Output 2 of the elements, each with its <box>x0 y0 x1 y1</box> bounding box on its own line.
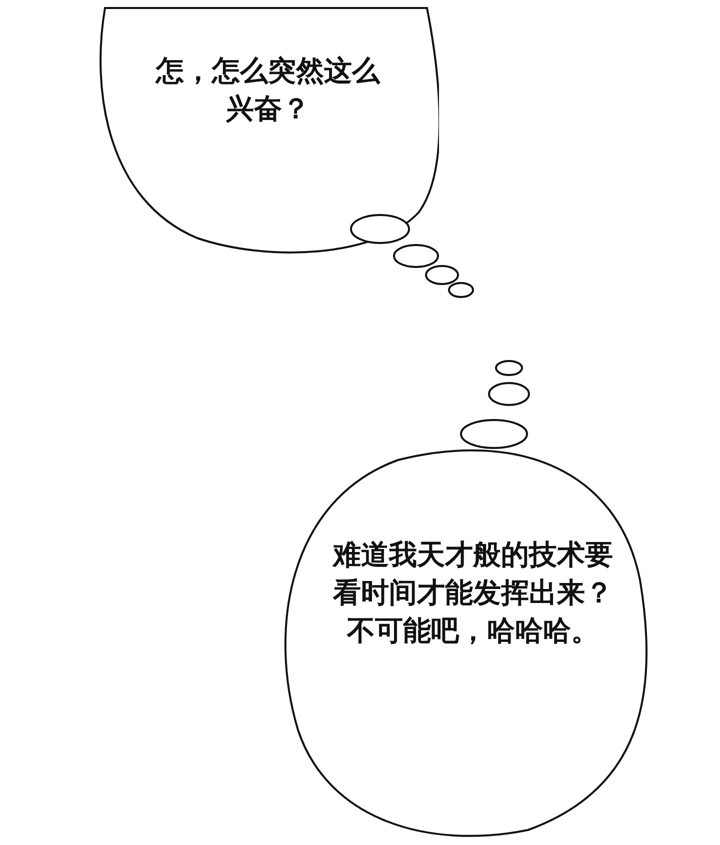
bubble-text: 怎，怎么突然这么兴奋？ <box>155 53 381 127</box>
bubble-text: 难道我天才般的技术要看时间才能发挥出来？不可能吧，哈哈哈。 <box>331 537 614 649</box>
